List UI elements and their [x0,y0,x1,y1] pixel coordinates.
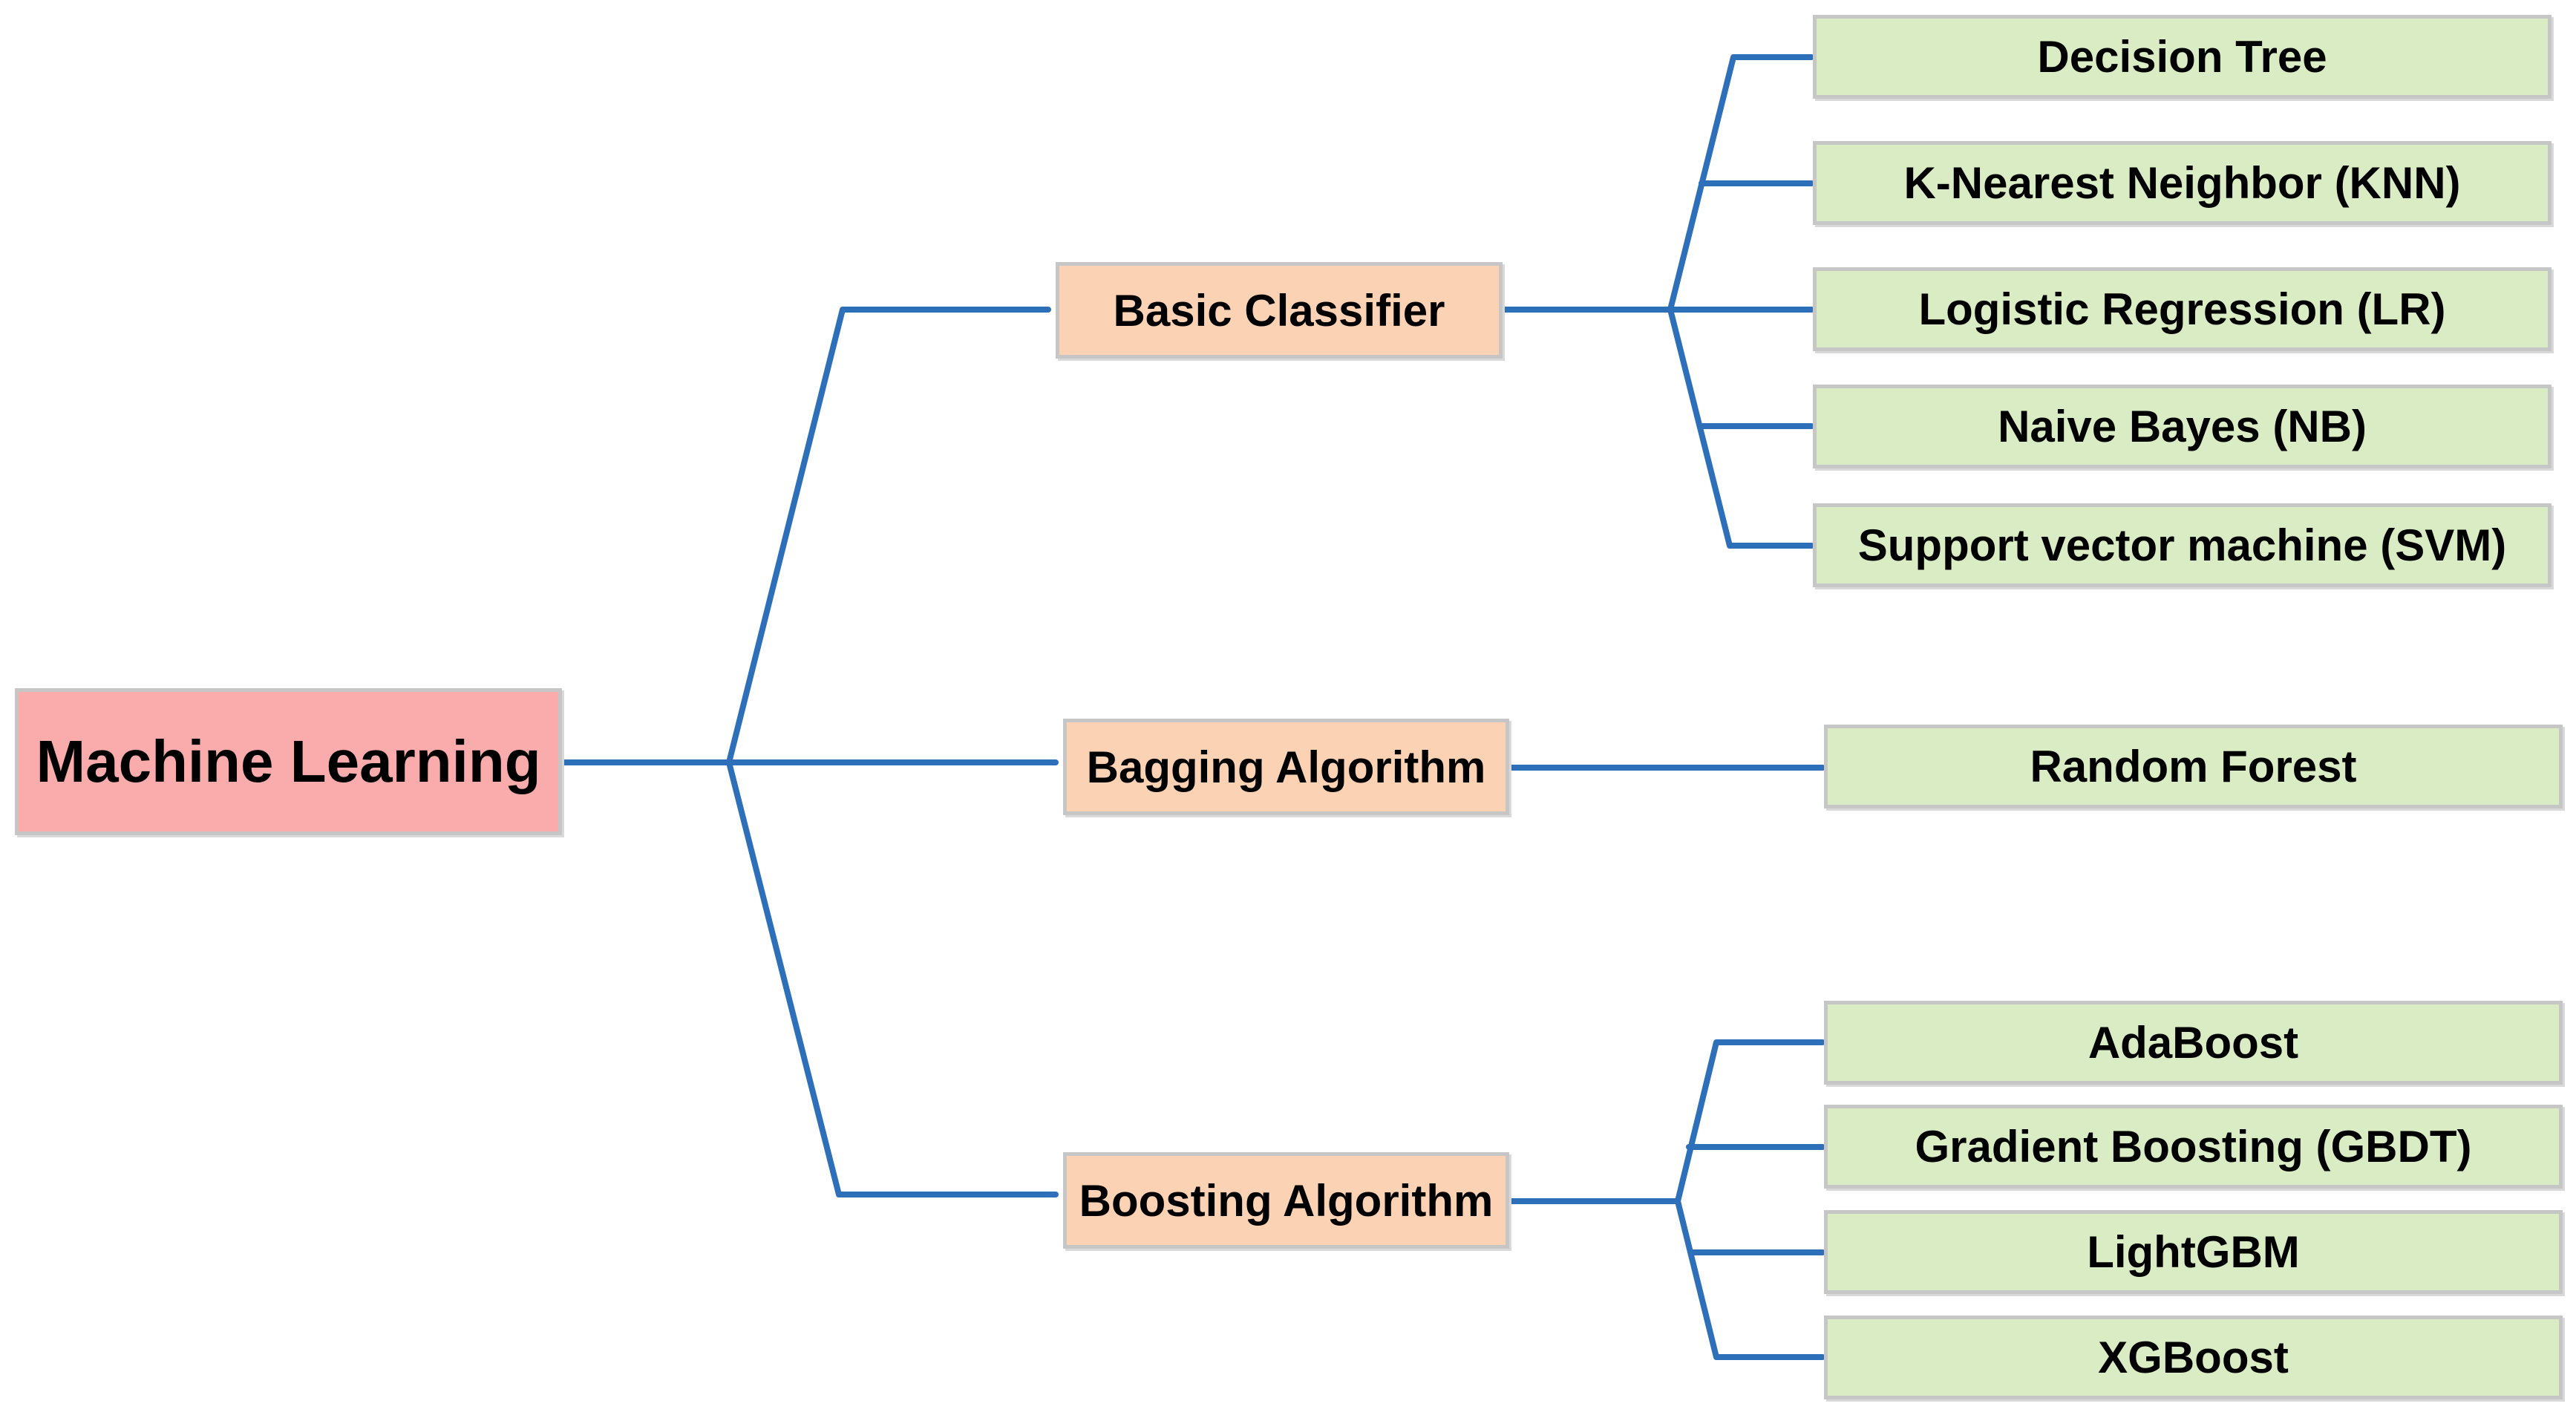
leaf-decision-tree: Decision Tree [1813,15,2552,99]
leaf-lightgbm: LightGBM [1824,1210,2563,1294]
category-basic-classifier: Basic Classifier [1056,262,1503,359]
category-boosting-algorithm: Boosting Algorithm [1063,1152,1509,1249]
leaf-naive-bayes: Naive Bayes (NB) [1813,385,2552,468]
connector-svm [1667,307,1814,549]
leaf-gbdt: Gradient Boosting (GBDT) [1824,1105,2563,1189]
leaf-knn: K-Nearest Neighbor (KNN) [1813,141,2552,225]
connector-lines [559,54,1825,1360]
leaf-logistic-regression: Logistic Regression (LR) [1813,267,2552,351]
leaf-random-forest: Random Forest [1824,725,2563,808]
branch-boosting-algorithm [726,759,1059,1197]
category-bagging-algorithm: Bagging Algorithm [1063,719,1509,815]
leaf-adaboost: AdaBoost [1824,1001,2563,1085]
root-node-machine-learning: Machine Learning [15,688,562,835]
leaf-svm: Support vector machine (SVM) [1813,503,2552,587]
leaf-xgboost: XGBoost [1824,1316,2563,1399]
branch-basic-classifier [726,307,1051,765]
connector-decision-tree [1667,54,1814,313]
connector-adaboost [1675,1039,1825,1204]
connector-xgboost [1675,1198,1825,1360]
